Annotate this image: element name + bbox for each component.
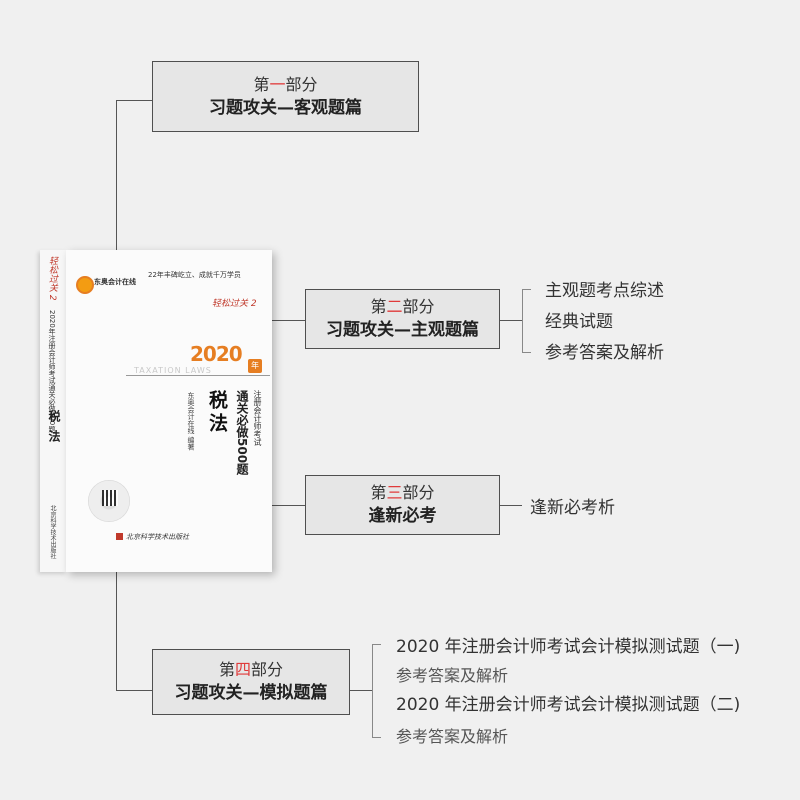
year-label: 2020 [190, 342, 243, 366]
watermark-text: TAXATION LAWS [134, 366, 212, 375]
publisher-logo-icon [116, 533, 123, 540]
connector-part2 [272, 320, 306, 321]
book-cover: 东奥会计在线 22年丰碑屹立、成就千万学员 轻松过关 2 2020 年 TAXA… [66, 250, 272, 572]
part3-item: 逢新必考析 [530, 498, 615, 518]
connector-part4 [116, 690, 153, 691]
connector-part1 [116, 100, 153, 101]
book-image: 轻松过关 2 2020年注册会计师考试通关必做500题 税法 北京科学技术出版社… [40, 250, 272, 572]
part4-bracket [372, 644, 381, 738]
book-author: 东奥会计在线 编著 [187, 392, 195, 451]
series-name: 轻松过关 2 [212, 299, 257, 309]
part2-label: 第二部分 [370, 297, 435, 316]
part2-item: 主观题考点综述 [545, 281, 664, 301]
part2-bracket [522, 289, 531, 353]
qr-code-icon [102, 490, 118, 506]
part4-title: 习题攻关—模拟题篇 [174, 683, 328, 703]
part4-item-sub: 参考答案及解析 [396, 666, 509, 685]
spine-text: 2020年注册会计师考试通关必做500题 [48, 310, 56, 433]
main-vertical-line-lower [116, 572, 117, 690]
spine-publisher: 北京科学技术出版社 [49, 505, 56, 559]
part3-title: 逢新必考 [368, 506, 437, 526]
publisher: 北京科学技术出版社 [126, 533, 189, 541]
part2-box: 第二部分 习题攻关—主观题篇 [305, 289, 500, 349]
part2-title: 习题攻关—主观题篇 [326, 320, 479, 340]
brand-name: 东奥会计在线 [94, 278, 136, 286]
part4-item-title: 2020 年注册会计师考试会计模拟测试题（一) [396, 637, 741, 657]
connector-part4-items [350, 690, 372, 691]
slogan: 22年丰碑屹立、成就千万学员 [148, 271, 241, 279]
brand-logo-icon [76, 276, 94, 294]
exam-label: 注册会计师考试 [253, 390, 262, 446]
part4-label: 第四部分 [218, 660, 284, 679]
part2-item: 参考答案及解析 [545, 343, 664, 363]
book-title: 税法 [206, 390, 228, 436]
part1-label: 第一部分 [253, 74, 318, 94]
part1-box: 第一部分 习题攻关—客观题篇 [152, 61, 419, 132]
part2-item: 经典试题 [545, 312, 613, 332]
connector-part3 [272, 505, 306, 506]
part1-title: 习题攻关—客观题篇 [209, 97, 362, 118]
spine-title: 税法 [47, 410, 61, 450]
connector-part3-items [500, 505, 522, 506]
part3-label: 第三部分 [370, 483, 435, 502]
title-rule [126, 375, 270, 376]
book-subtitle: 通关必做500题 [235, 390, 249, 476]
part4-item-sub: 参考答案及解析 [396, 727, 509, 746]
main-vertical-line [116, 100, 117, 252]
year-suffix-badge: 年 [248, 359, 262, 373]
connector-part2-items [500, 320, 522, 321]
part3-box: 第三部分 逢新必考 [305, 475, 500, 535]
spine-series: 轻松过关 2 [47, 256, 57, 301]
book-spine: 轻松过关 2 2020年注册会计师考试通关必做500题 税法 北京科学技术出版社 [40, 250, 67, 572]
part4-item-title: 2020 年注册会计师考试会计模拟测试题（二) [396, 695, 741, 715]
part4-box: 第四部分 习题攻关—模拟题篇 [152, 649, 350, 715]
